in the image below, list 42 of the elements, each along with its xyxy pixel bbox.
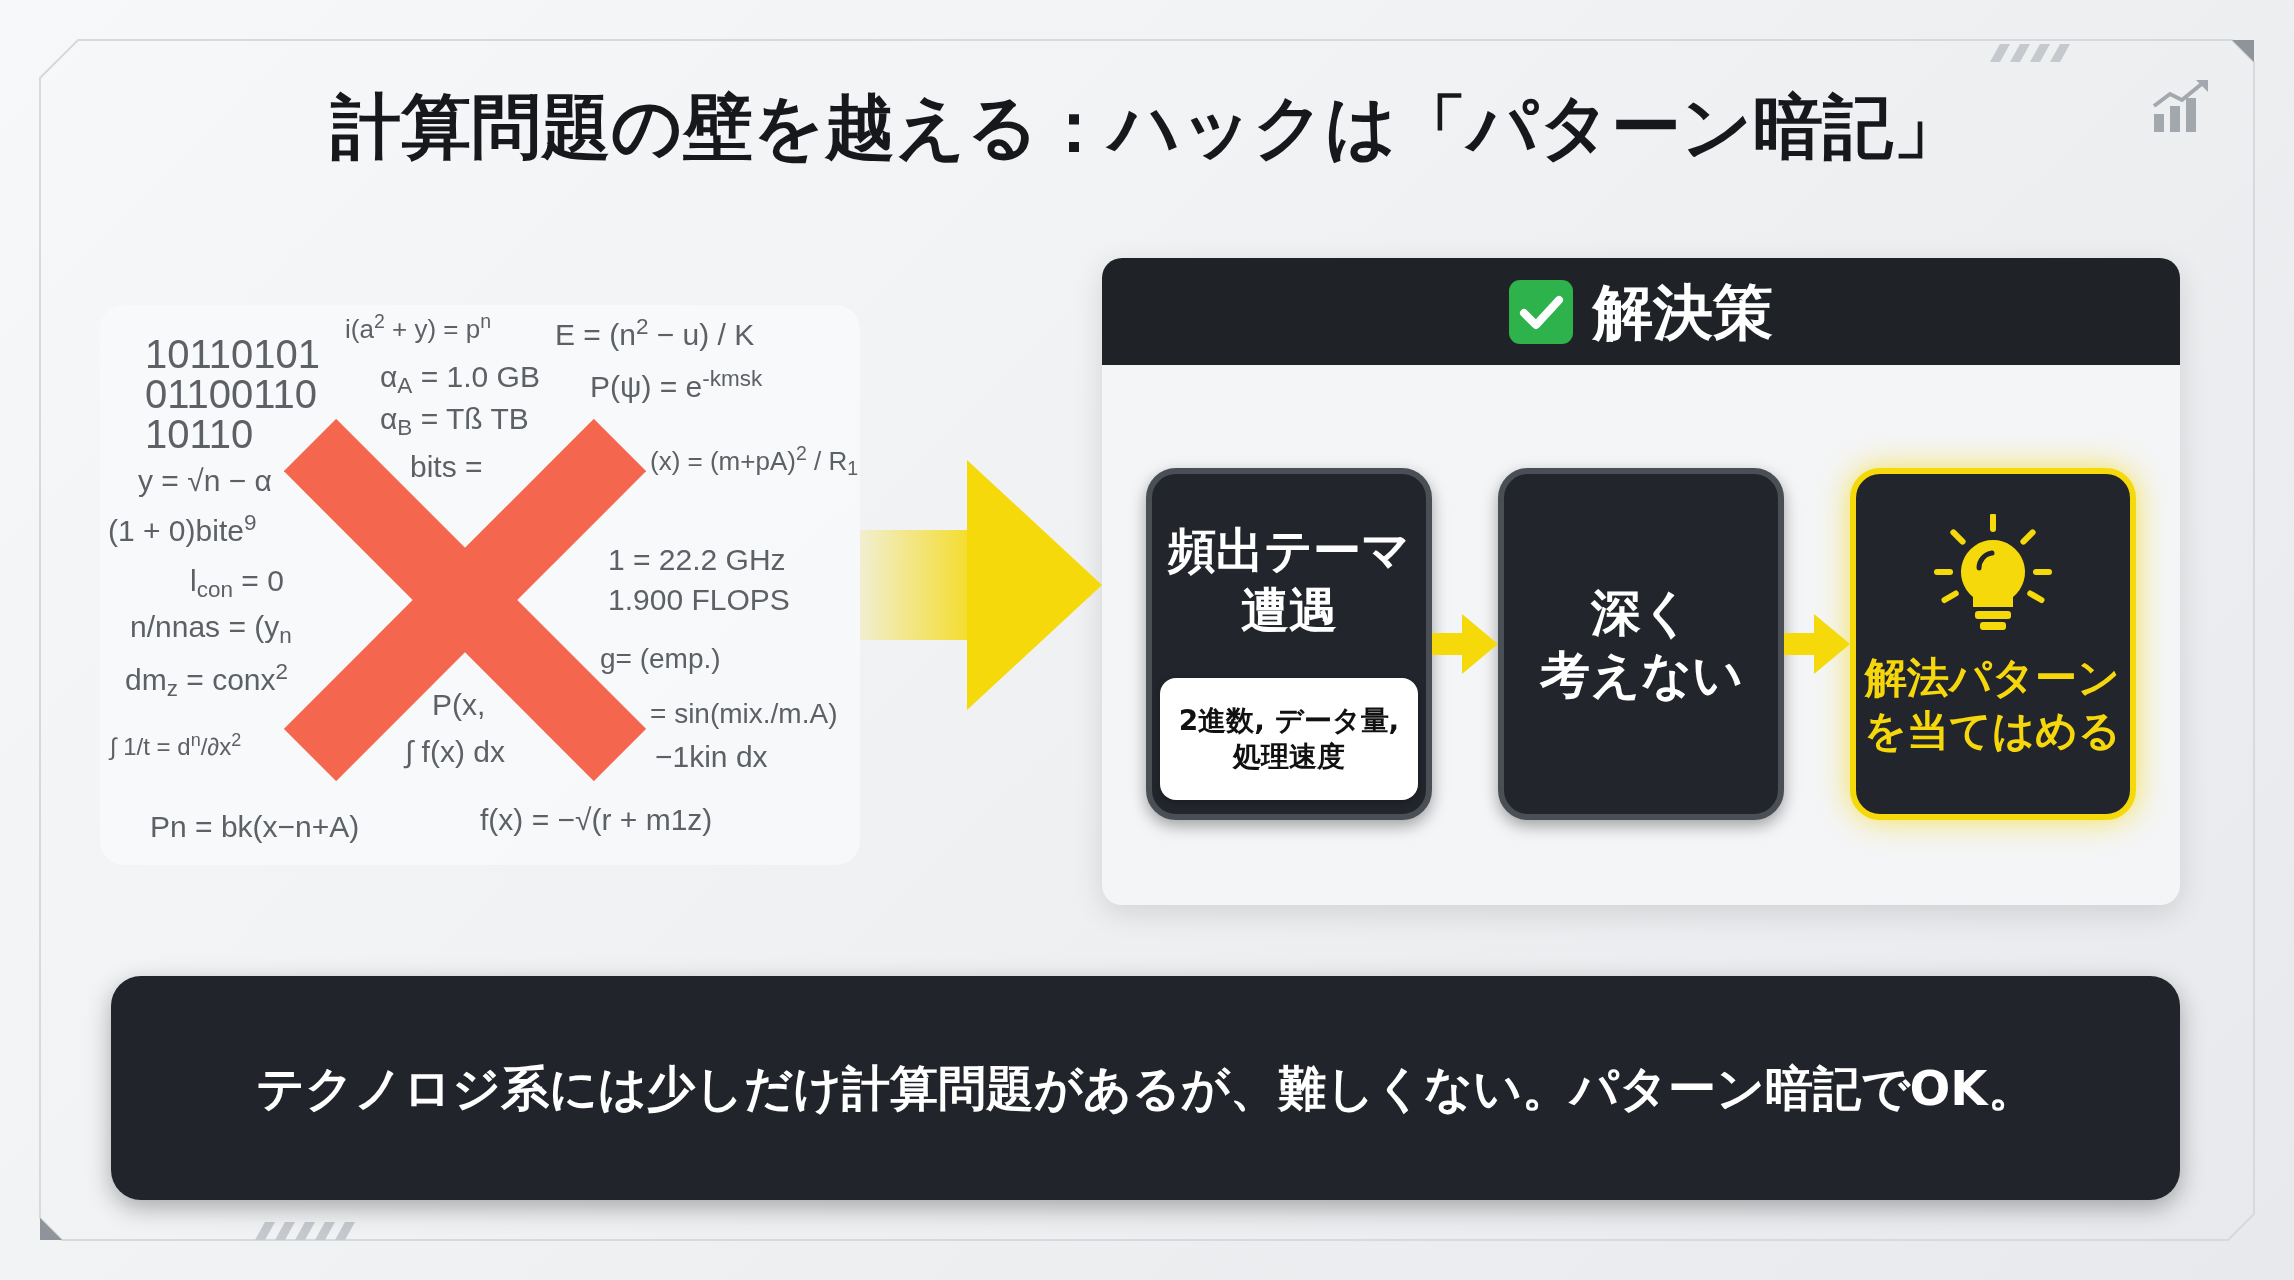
step-heading: 頻出テーマ遭遇 xyxy=(1166,521,1411,640)
formula-text: ∫ 1/t = d$^{n}$/∂x$^{2}$ xyxy=(110,735,242,759)
formula-text: 1 = 22.2 GHz xyxy=(608,545,786,575)
solution-panel xyxy=(1102,258,2180,905)
formula-text: P(x, xyxy=(432,690,486,720)
formula-text: P(ψ) = e$^{-kmsk}$ xyxy=(590,372,763,402)
formula-text: 10110 xyxy=(145,414,254,454)
keyword-text: 2進数, データ量,処理速度 xyxy=(1177,702,1401,775)
formula-text: E = (n$^{2}$ − u) / K xyxy=(555,320,755,350)
formula-text: (x) = (m+pA)$^{2}$ / R$_{1}$ xyxy=(650,448,859,474)
summary-banner xyxy=(111,976,2180,1200)
highlighted-step-card xyxy=(1850,468,2136,820)
formula-illustration xyxy=(100,305,860,865)
formula-text: 1.900 FLOPS xyxy=(608,585,790,615)
formula-text: dm$_{z}$ = conx$^{2}$ xyxy=(125,665,288,695)
arrow xyxy=(1784,614,1850,674)
arrow xyxy=(860,460,1102,710)
step-card xyxy=(1498,468,1784,820)
arrow xyxy=(1432,614,1498,674)
panel-heading: 解決策 xyxy=(1593,281,1773,342)
summary-text: テクノロジ系には少しだけ計算問題があるが、難しくない。パターン暗記でOK。 xyxy=(255,1059,2036,1118)
formula-text: α$_{A}$ = 1.0 GB xyxy=(380,362,540,392)
formula-text: bits = xyxy=(410,452,483,482)
title-text: 計算問題の壁を越える：ハックは「パターン暗記」 xyxy=(331,92,1963,162)
formula-text: g= (emp.) xyxy=(600,645,721,673)
formula-text: −1kin dx xyxy=(655,742,768,772)
formula-text: n/nnas = (y$_{n}$ xyxy=(130,612,292,642)
formula-text: y = √n − α xyxy=(138,466,272,496)
formula-text: (1 + 0)bite$^{9}$ xyxy=(108,516,257,546)
formula-text: i(a$^{2}$ + y) = p$^{n}$ xyxy=(345,316,491,342)
formula-text: = sin(mix./m.A) xyxy=(650,700,838,728)
formula-text: ∫ f(x) dx xyxy=(405,737,505,767)
formula-text: 01100110 xyxy=(145,374,318,414)
formula-text: f(x) = −√(r + m1z) xyxy=(480,805,713,835)
step-heading: 深く考えない xyxy=(1538,582,1744,706)
formula-text: 10110101 xyxy=(145,334,320,374)
formula-text: l$_{con}$ = 0 xyxy=(190,566,284,596)
step-heading: 解法パターンを当てはめる xyxy=(1863,652,2123,757)
step-card xyxy=(1146,468,1432,820)
keyword-panel xyxy=(1160,678,1418,800)
formula-text: Pn = bk(x−n+A) xyxy=(150,812,360,842)
formula-text: α$_{B}$ = Tß TB xyxy=(380,404,529,434)
